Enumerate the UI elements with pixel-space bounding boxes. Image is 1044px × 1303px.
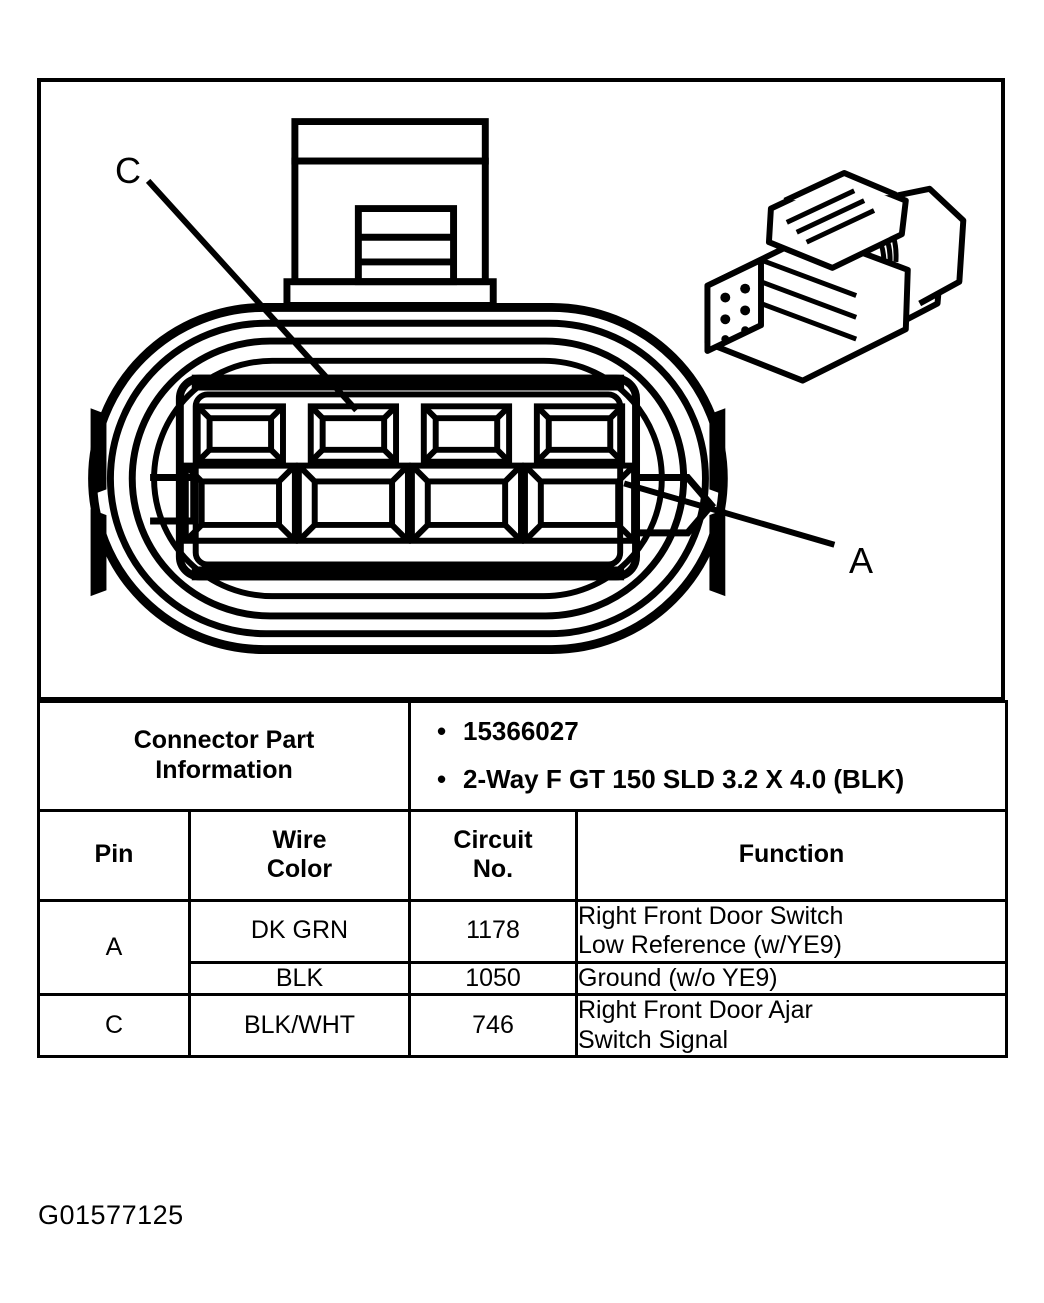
table-row-part-info: Connector Part Information • 15366027 • … — [37, 700, 1008, 812]
function-line2: Low Reference (w/YE9) — [578, 931, 843, 960]
wire-color-header-line2: Color — [266, 855, 333, 884]
list-item: • 15366027 — [437, 715, 995, 749]
connector-illustration — [88, 118, 967, 654]
part-description: 2-Way F GT 150 SLD 3.2 X 4.0 (BLK) — [463, 763, 905, 794]
column-header-circuit-no: Circuit No. — [408, 808, 578, 902]
wire-color-header-line1: Wire — [272, 825, 327, 854]
terminal-block-bottom-strip — [191, 566, 625, 581]
function-line2: Switch Signal — [578, 1025, 729, 1054]
terminal-block-top-strip — [191, 374, 625, 391]
terminal-cavity — [408, 403, 524, 544]
housing-keyway-notch — [90, 408, 107, 597]
pin-cell-c: C — [37, 993, 191, 1059]
wire-color-cell: BLK — [188, 960, 411, 997]
table-row-headers: Pin Wire Color Circuit No. Function — [37, 808, 1008, 902]
terminal-cavity — [182, 403, 298, 544]
callout-leader-line-c — [145, 178, 359, 413]
housing-keyway-notch-right — [709, 408, 726, 597]
terminal-cavity — [521, 403, 638, 544]
circuit-no-header-line2: No. — [472, 855, 514, 884]
function-cell: Right Front Door Ajar Switch Signal — [575, 993, 1008, 1059]
part-info-label-line1: Connector Part — [133, 726, 315, 755]
table-row: C BLK/WHT 746 Right Front Door Ajar Swit… — [37, 993, 1008, 1059]
callout-leader-line-a — [623, 480, 836, 548]
function-line1: Right Front Door Switch — [578, 901, 844, 930]
wire-color-cell: BLK/WHT — [188, 993, 411, 1059]
table-row: A DK GRN 1178 Right Front Door Switch Lo… — [37, 898, 1008, 997]
callout-label-c: C — [115, 150, 141, 191]
figure-id-code: G01577125 — [38, 1200, 184, 1230]
illustration-panel: C A — [37, 78, 1005, 700]
circuit-no-cell: 1178 — [408, 898, 578, 964]
part-number: 15366027 — [463, 716, 579, 746]
pin-cell-a: A — [37, 898, 191, 997]
circuit-no-cell: 1050 — [408, 960, 578, 997]
function-line1: Ground (w/o YE9) — [578, 963, 778, 992]
part-info-label-line2: Information — [155, 755, 293, 784]
terminal-retention-tab — [150, 474, 716, 537]
list-item: • 2-Way F GT 150 SLD 3.2 X 4.0 (BLK) — [437, 763, 995, 797]
function-cell: Ground (w/o YE9) — [575, 960, 1008, 997]
function-cell: Right Front Door Switch Low Reference (w… — [575, 898, 1008, 964]
bullet-icon: • — [437, 716, 447, 746]
circuit-no-header-line1: Circuit — [453, 825, 533, 854]
part-info-list: • 15366027 • 2-Way F GT 150 SLD 3.2 X 4.… — [411, 703, 1005, 809]
circuit-no-cell: 746 — [408, 993, 578, 1059]
connector-latch-tab — [283, 118, 497, 309]
function-line1: Right Front Door Ajar — [578, 996, 813, 1025]
callout-label-a: A — [849, 540, 874, 581]
connector-isometric-view — [704, 169, 967, 384]
part-info-values-cell: • 15366027 • 2-Way F GT 150 SLD 3.2 X 4.… — [408, 700, 1008, 812]
terminal-cavity — [295, 403, 411, 544]
bullet-icon: • — [437, 763, 447, 794]
column-header-wire-color: Wire Color — [188, 808, 411, 902]
table-row: BLK 1050 Ground (w/o YE9) — [39, 960, 1008, 997]
connector-pinout-table: Connector Part Information • 15366027 • … — [37, 700, 1008, 1059]
column-header-function: Function — [575, 808, 1008, 902]
part-info-label-cell: Connector Part Information — [37, 700, 411, 812]
wire-color-cell: DK GRN — [188, 898, 411, 964]
column-header-pin: Pin — [37, 808, 191, 902]
